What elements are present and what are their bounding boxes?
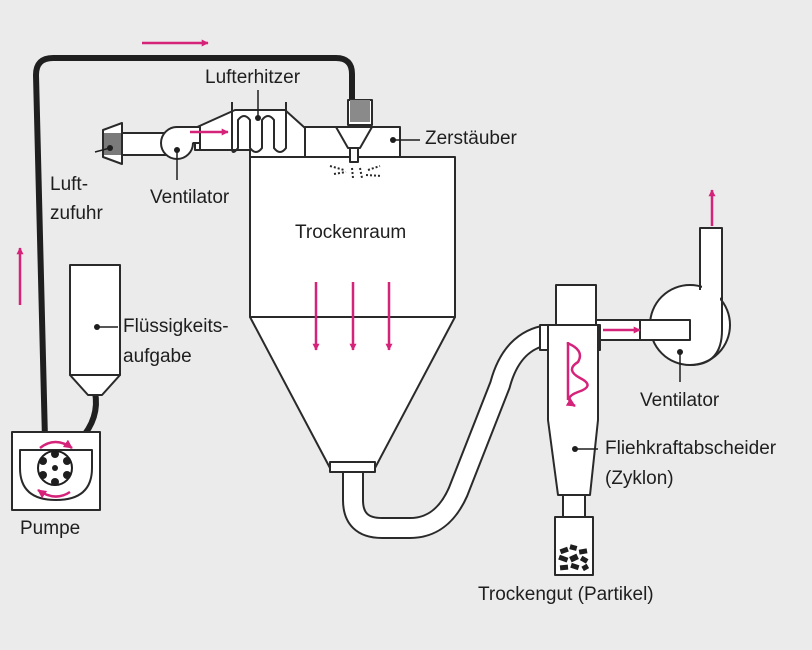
label-luftzufuhr-1: Luft- <box>50 174 89 195</box>
cyclone <box>539 284 601 576</box>
leader-lines <box>94 90 683 452</box>
label-fluessigkeit-1: Flüssigkeits- <box>123 316 229 337</box>
flow-arrows <box>16 39 716 499</box>
outlet-pipe <box>342 324 551 539</box>
label-fluessigkeit-2: aufgabe <box>123 346 192 367</box>
label-zyklon-2: (Zyklon) <box>605 468 674 489</box>
label-luftzufuhr-2: zufuhr <box>50 203 103 224</box>
right-fan <box>639 227 731 366</box>
label-trockenraum: Trockenraum <box>295 222 407 243</box>
air-heater <box>194 102 306 158</box>
label-pumpe: Pumpe <box>20 518 81 539</box>
label-ventilator-right: Ventilator <box>640 390 720 411</box>
feed-hose <box>33 55 355 443</box>
label-zyklon-1: Fliehkraftabscheider <box>605 438 777 459</box>
label-ventilator-left: Ventilator <box>150 187 230 208</box>
label-zerstaeuber: Zerstäuber <box>425 128 517 149</box>
left-fan <box>102 122 201 165</box>
liquid-feed-tank <box>69 264 121 396</box>
pump <box>11 431 101 511</box>
label-trockengut: Trockengut (Partikel) <box>478 584 654 605</box>
atomizer-housing <box>304 99 401 179</box>
label-lufterhitzer: Lufterhitzer <box>205 67 301 88</box>
